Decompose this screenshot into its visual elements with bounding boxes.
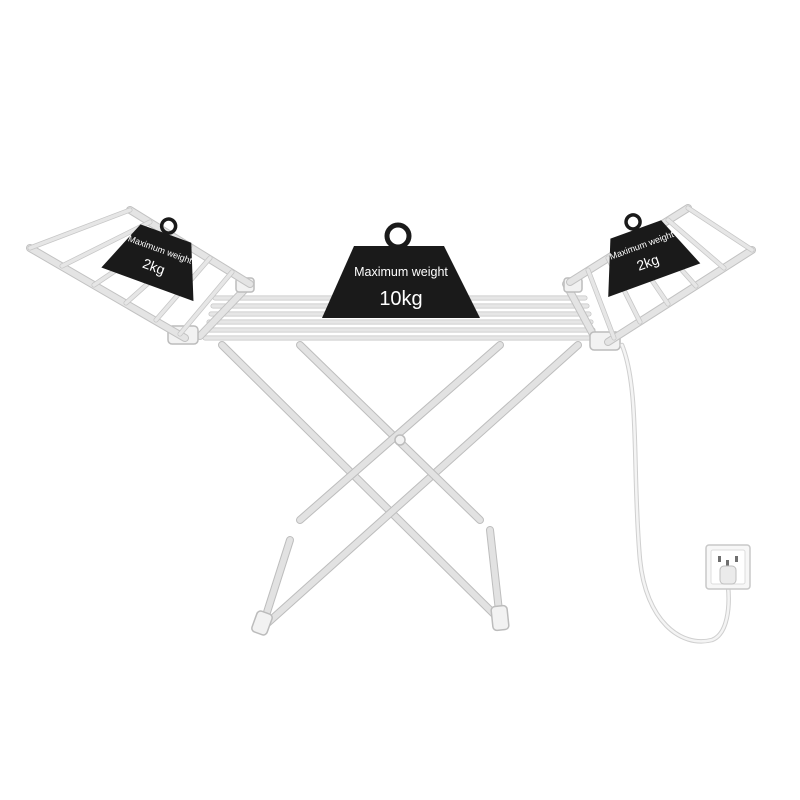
power-plug-icon xyxy=(719,565,737,585)
rack-legs xyxy=(218,341,582,636)
weight-center-value: 10kg xyxy=(379,288,422,310)
power-cable xyxy=(619,342,731,644)
weight-center: Maximum weight 10kg xyxy=(322,222,480,318)
weight-right-value: 2kg xyxy=(634,251,661,274)
weight-left: Maximum weight 2kg xyxy=(101,217,194,302)
weight-left-value: 2kg xyxy=(141,255,168,278)
weight-center-label: Maximum weight xyxy=(354,265,448,279)
